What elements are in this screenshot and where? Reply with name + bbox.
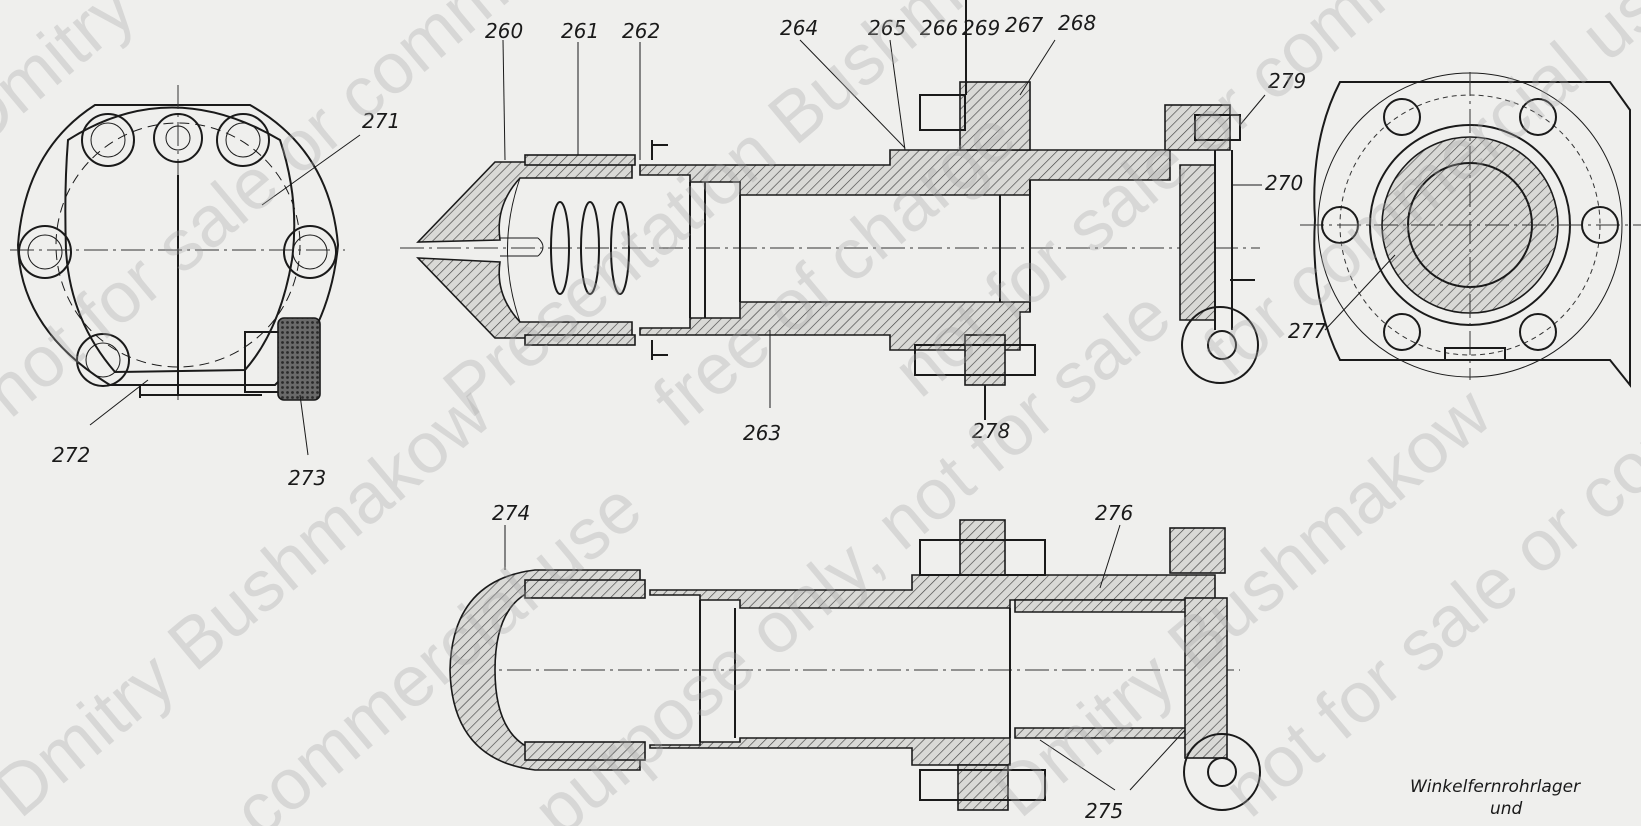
label-278: 278 [972,419,1010,443]
label-265: 265 [868,16,906,40]
label-269: 269 [962,16,1000,40]
label-260: 260 [485,19,523,43]
flange-bolt-holes [1321,98,1619,351]
label-262: 262 [622,19,660,43]
bottom-section-view [449,519,1261,811]
bolt-heads [18,113,337,387]
top-section-view [400,0,1260,420]
label-270: 270 [1265,171,1303,195]
left-end-view [10,85,345,401]
caption-line-2: und [1490,799,1523,819]
leader-lines [89,39,1396,791]
label-266: 266 [920,16,958,40]
label-274: 274 [492,501,530,525]
right-end-view [1300,72,1641,388]
label-263: 263 [743,421,781,445]
label-276: 276 [1095,501,1133,525]
label-261: 261 [561,19,599,43]
caption: Winkelfernrohrlager und [1410,777,1581,819]
caption-line-1: Winkelfernrohrlager [1410,777,1581,797]
part-labels: 260 261 262 264 265 266 269 267 268 271 … [52,11,1326,823]
label-275: 275 [1085,799,1123,823]
watermark-line-5: Dmitry Bushmakow [0,372,506,826]
springs [550,201,630,295]
label-272: 272 [52,443,90,467]
label-264: 264 [780,16,818,40]
label-267: 267 [1005,13,1043,37]
label-268: 268 [1058,11,1096,35]
label-279: 279 [1268,69,1306,93]
label-271: 271 [362,109,400,133]
label-277: 277 [1288,319,1326,343]
label-273: 273 [288,466,326,490]
